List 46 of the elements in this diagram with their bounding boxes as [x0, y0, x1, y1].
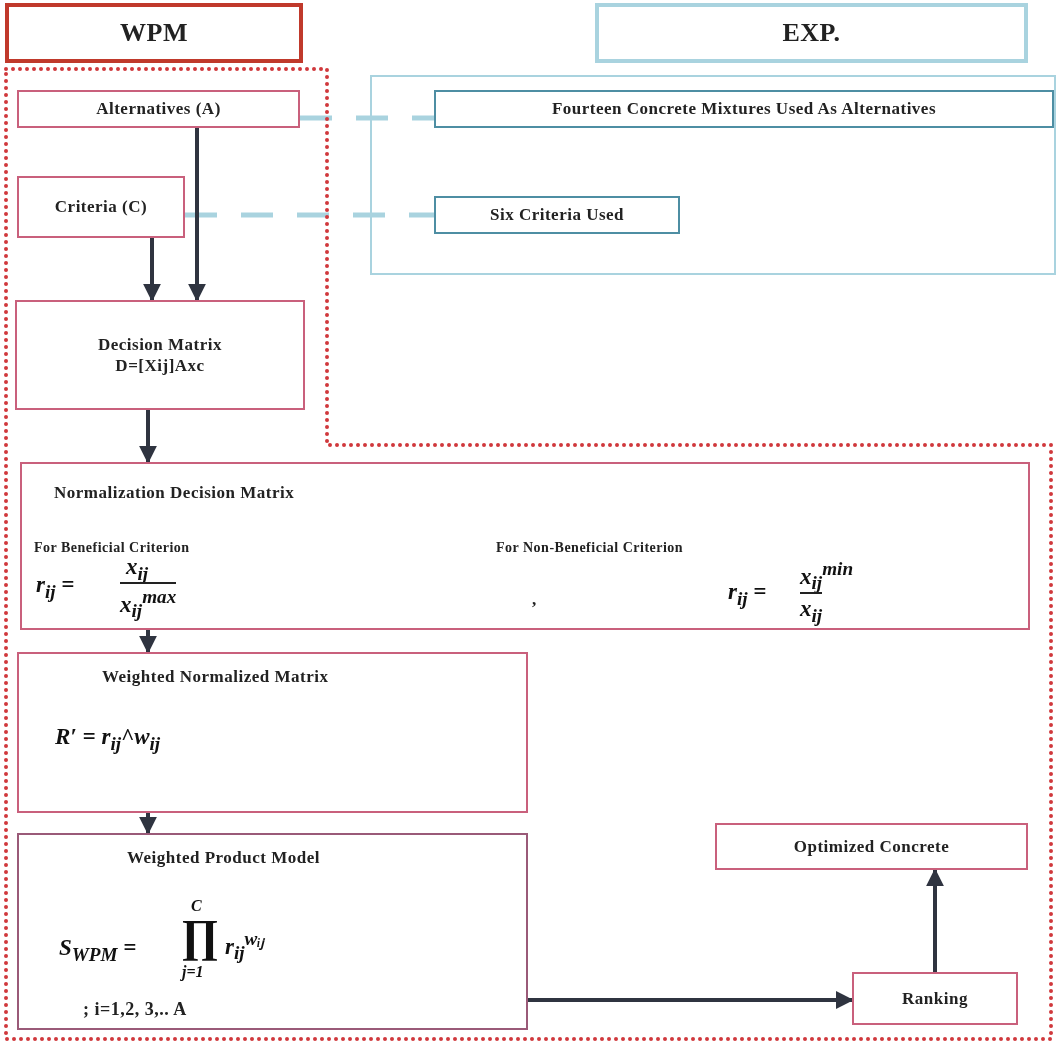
arrow — [139, 410, 157, 464]
process-box — [17, 652, 528, 813]
header-text: EXP. — [782, 16, 841, 49]
box-label: Alternatives (A) — [96, 98, 221, 120]
process-box — [20, 462, 1030, 630]
dotted-region-outline — [4, 67, 1053, 1041]
region-box — [370, 75, 1056, 275]
arrow — [528, 991, 854, 1009]
box-heading: Weighted Product Model — [127, 847, 320, 869]
box-label: Criteria (C) — [54, 196, 148, 218]
index-range-text: ; i=1,2, 3,.. A — [83, 998, 187, 1021]
process-box — [15, 300, 305, 410]
arrow — [139, 813, 157, 835]
box-label: D=[Xij]Axc — [115, 355, 205, 377]
process-box — [17, 833, 528, 1030]
header-text: WPM — [120, 16, 188, 49]
fraction-denominator: x$_{ij}$ — [800, 592, 823, 627]
header-box — [5, 3, 303, 63]
formula-text: r$_{ij}$ = — [728, 579, 767, 610]
box-heading: Weighted Normalized Matrix — [102, 666, 329, 688]
formula-text: S$_{WPM}$ = — [59, 935, 137, 966]
arrow — [926, 868, 944, 972]
arrow — [188, 128, 206, 302]
arrow — [143, 238, 161, 302]
process-box — [17, 176, 185, 238]
dashed-connector — [185, 212, 434, 218]
criterion-label: For Beneficial Criterion — [34, 539, 190, 557]
comma-text: , — [532, 589, 537, 611]
box-label: Fourteen Concrete Mixtures Used As Alternatives — [551, 98, 937, 120]
product-lower-limit: j=1 — [182, 963, 204, 981]
criterion-label: For Non-Beneficial Criterion — [496, 539, 684, 557]
process-box — [852, 972, 1018, 1025]
formula-text: R′ = r$_{ij}$^w$_{ij}$ — [55, 724, 161, 755]
box-label: Optimized Concrete — [793, 835, 950, 858]
box-label: Six Criteria Used — [489, 204, 625, 226]
formula-text: r$_{ij}$ = — [36, 572, 75, 603]
process-box — [715, 823, 1028, 870]
box-label: Decision Matrix — [97, 333, 223, 355]
process-box — [434, 90, 1054, 128]
process-box — [17, 90, 300, 128]
header-box — [595, 3, 1028, 63]
arrow — [139, 630, 157, 654]
process-box — [434, 196, 680, 234]
dashed-connector — [300, 115, 434, 121]
box-label: Ranking — [902, 987, 968, 1010]
box-heading: Normalization Decision Matrix — [54, 482, 295, 504]
